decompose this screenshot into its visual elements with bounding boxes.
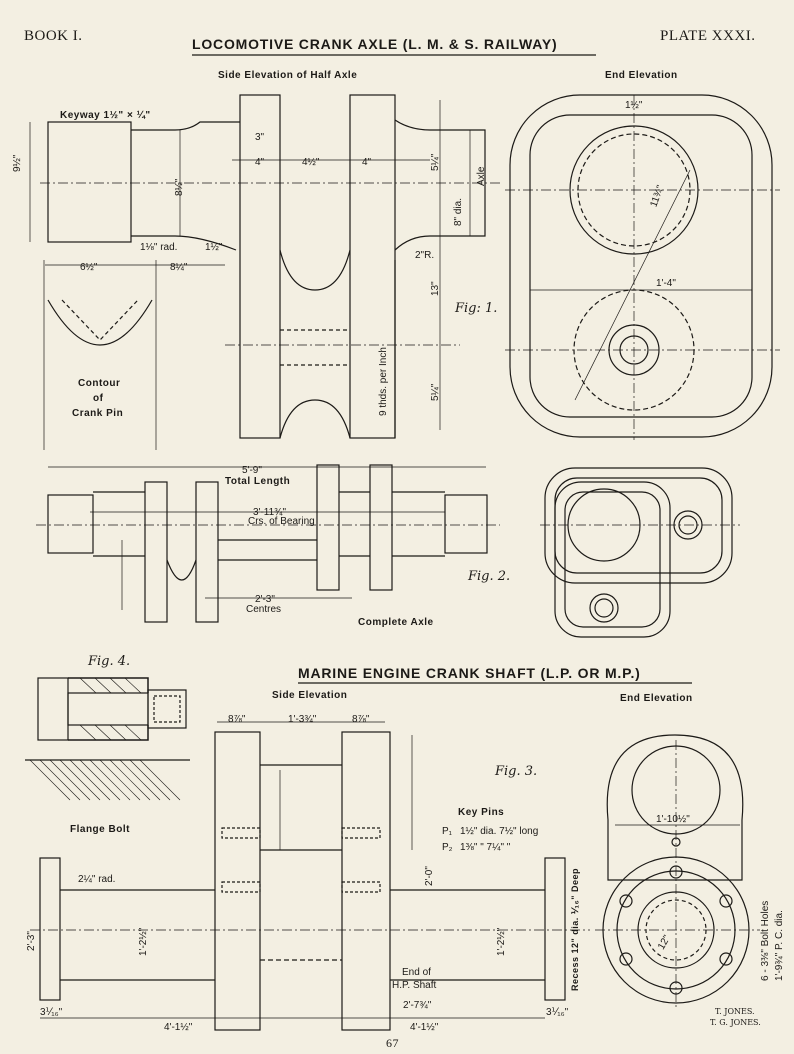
label-centres: Centres	[246, 604, 281, 615]
dim-3-11: 3'-11¾"	[253, 507, 287, 518]
dim-4half: 4½"	[302, 157, 320, 168]
fig1-label: Fig: 1.	[454, 301, 497, 316]
dim-1half-left: 1½"	[205, 242, 223, 253]
dim-11-3-4: 11¾"	[648, 184, 666, 209]
label-end-elevation-loco: End Elevation	[605, 70, 678, 81]
fig4-label: Fig. 4.	[87, 654, 130, 669]
dim-4in-right: 4"	[362, 157, 372, 168]
dim-5-9: 5'-9"	[242, 465, 262, 476]
dim-4in-left: 4"	[255, 157, 265, 168]
label-complete-axle: Complete Axle	[358, 617, 434, 628]
key-pin-p2: P₂	[442, 842, 453, 853]
dim-5quarter-bottom: 5¼"	[429, 383, 441, 401]
label-axle: Axle	[476, 166, 487, 186]
fig3-label: Fig. 3.	[494, 764, 537, 779]
dim-1-2half-left: 1'-2½"	[138, 927, 149, 956]
dim-3in: 3"	[255, 132, 265, 143]
dim-1-4: 1'-4"	[656, 278, 676, 289]
dim-1-8-rad: 1⅛" rad.	[140, 242, 177, 253]
label-flange-bolt: Flange Bolt	[70, 824, 130, 835]
dim-5quarter-top: 5¼"	[429, 153, 441, 171]
dim-2R: 2"R.	[415, 250, 434, 261]
dim-1half-end: 1½"	[625, 100, 643, 111]
dim-rad-2q: 2¼" rad.	[78, 873, 115, 885]
dim-13in: 13"	[430, 281, 441, 296]
dim-8dia: 8" dia.	[453, 198, 464, 226]
dim-8-7-8-left: 8⅞"	[228, 714, 246, 725]
book-label: BOOK I.	[24, 28, 83, 44]
title-locomotive: LOCOMOTIVE CRANK AXLE (L. M. & S. RAILWA…	[192, 36, 558, 52]
label-end-hp2: H.P. Shaft	[392, 980, 437, 991]
contour-line1: Contour	[78, 378, 120, 389]
label-side-elevation-marine: Side Elevation	[272, 690, 347, 701]
dim-6half: 6½"	[80, 262, 98, 273]
dim-3-1-16-left: 3⅟₁₆"	[40, 1007, 63, 1018]
label-side-elevation-half-axle: Side Elevation of Half Axle	[218, 70, 357, 81]
dim-8half: 8½"	[174, 178, 185, 196]
dim-2-3-loco: 2'-3"	[255, 594, 275, 605]
label-bolt-holes-2: 1'-9¾" P. C. dia.	[774, 910, 785, 981]
dim-threads: 9 thds. per Inch	[378, 347, 389, 416]
page-number: 67	[386, 1036, 399, 1050]
dim-1-10half: 1'-10½"	[656, 814, 690, 825]
fig2-label: Fig. 2.	[467, 569, 510, 584]
dim-2-7-3q: 2'-7¾"	[403, 1000, 432, 1011]
dim-1-3q: 1'-3¾"	[288, 714, 317, 725]
label-end-elevation-marine: End Elevation	[620, 693, 693, 704]
label-keyway: Keyway 1½" × ¼"	[60, 110, 151, 121]
title-marine: MARINE ENGINE CRANK SHAFT (L.P. OR M.P.)	[298, 665, 641, 681]
contour-line3: Crank Pin	[72, 408, 123, 419]
label-crs-bearing: Crs. of Bearing	[248, 516, 315, 527]
key-pin-line2: 1⅜" " 7¼" "	[460, 841, 511, 853]
dim-1-2half-right: 1'-2½"	[496, 927, 507, 956]
dim-2-0: 2'-0"	[424, 866, 435, 886]
dim-3-1-16-right: 3⅟₁₆"	[546, 1007, 569, 1018]
dim-8-7-8-right: 8⅞"	[352, 714, 370, 725]
dim-2-3-marine: 2'-3"	[26, 931, 37, 951]
dim-4-1half-right: 4'-1½"	[410, 1022, 439, 1033]
label-bolt-holes-1: 6 - 3⅜" Bolt Holes	[760, 901, 771, 981]
dim-8quarter: 8¼"	[170, 261, 188, 273]
label-key-pins: Key Pins	[458, 807, 504, 818]
label-end-hp: End of	[402, 967, 431, 978]
key-pin-line1: 1½" dia. 7½" long	[460, 826, 538, 837]
contour-line2: of	[93, 393, 104, 404]
label-total-length: Total Length	[225, 476, 290, 487]
signature-1: T. JONES.	[715, 1007, 755, 1016]
plate-label: PLATE XXXI.	[660, 28, 756, 44]
signature-2: T. G. JONES.	[710, 1018, 761, 1027]
dim-12in: 12"	[656, 933, 673, 952]
dim-4-1half-left: 4'-1½"	[164, 1022, 193, 1033]
label-recess: Recess 12" dia. ⅟₁₆" Deep	[570, 868, 580, 991]
dim-9half: 9½"	[12, 154, 23, 172]
key-pin-p1: P₁	[442, 826, 453, 837]
